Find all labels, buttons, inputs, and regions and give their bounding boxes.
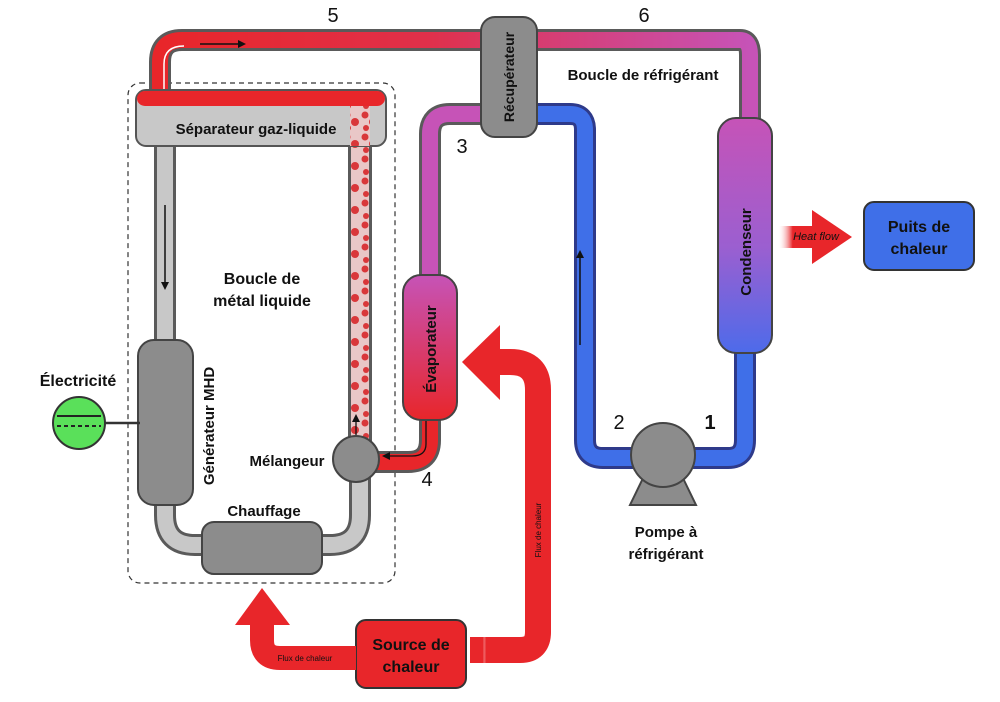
- top-pipe: [149, 29, 761, 125]
- separator-label: Séparateur gaz-liquide: [176, 121, 337, 138]
- refrigerant-loop-label: Boucle de réfrigérant: [568, 67, 719, 84]
- recuperator-label: Récupérateur: [501, 31, 517, 122]
- blue-cold-pipe: [530, 103, 756, 469]
- heat-sink-label-line1: Puits de: [888, 219, 950, 236]
- electricity-label: Électricité: [40, 371, 117, 390]
- mixer: [332, 435, 380, 483]
- evaporator-label: Évaporateur: [423, 305, 440, 393]
- metal-loop-label-line2: métal liquide: [213, 293, 311, 310]
- heat-source-label-line2: chaleur: [383, 659, 440, 676]
- evaporator: [402, 274, 458, 421]
- pump-label-line1: Pompe à: [635, 524, 698, 541]
- state-label-1: 1: [704, 412, 715, 434]
- state-label-2: 2: [613, 412, 624, 434]
- flow-arrow-top: [200, 40, 246, 48]
- heater: [201, 521, 323, 575]
- metal-loop-label-line1: Boucle de: [224, 271, 301, 288]
- heat-flux-arrow-heater: [235, 588, 356, 670]
- metal-loop-enclosure: [127, 82, 396, 584]
- heat-flow-arrow: [778, 210, 852, 264]
- pipe-evaporator-to-mixer: [368, 415, 441, 473]
- heat-flux-label-left: Flux de chaleur: [278, 654, 333, 663]
- heat-flux-arrow-evaporator: [462, 325, 551, 663]
- pump-label-line2: réfrigérant: [628, 546, 703, 563]
- flow-arrow-blue: [576, 250, 584, 345]
- state-label-3: 3: [456, 136, 467, 158]
- pipe-recuperator-to-evaporator: [419, 103, 490, 285]
- heater-label: Chauffage: [227, 503, 300, 520]
- mhd-generator: [137, 339, 194, 506]
- mhd-generator-label: Générateur MHD: [201, 367, 218, 486]
- state-label-4: 4: [421, 469, 432, 491]
- heat-flux-label-vertical: Flux de chaleur: [534, 502, 543, 557]
- state-label-6: 6: [638, 5, 649, 27]
- condenser-label: Condenseur: [738, 208, 755, 296]
- electricity-meter-icon: [52, 396, 106, 450]
- heat-source-label-line1: Source de: [372, 637, 449, 654]
- recuperator: [480, 16, 538, 138]
- refrigerant-pump: [628, 422, 698, 506]
- heat-sink-label-line2: chaleur: [891, 241, 948, 258]
- flow-arrow-metal-down: [161, 205, 169, 290]
- metal-loop-riser: [348, 135, 372, 445]
- metal-loop-pipe: [154, 140, 371, 556]
- heat-source: [355, 619, 467, 689]
- heat-sink: [863, 201, 975, 271]
- condenser: [717, 117, 773, 354]
- heat-flow-label: Heat flow: [793, 231, 840, 243]
- gas-liquid-separator: [135, 89, 387, 147]
- state-label-5: 5: [327, 5, 338, 27]
- mixer-label: Mélangeur: [249, 453, 324, 470]
